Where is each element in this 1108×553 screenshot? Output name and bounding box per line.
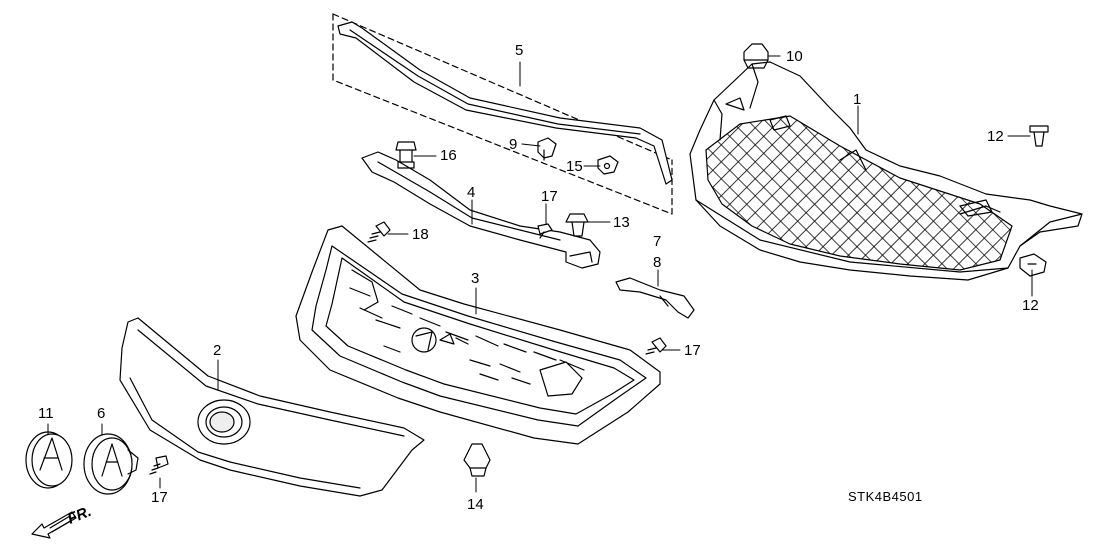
part-12-clip-upper [1029,125,1049,147]
callout-1: 1 [853,91,862,108]
part-1-grille [689,61,1083,281]
callout-12-lower: 12 [1022,297,1039,314]
callout-6: 6 [97,405,106,422]
group-bracket-5 [332,13,673,215]
callout-3: 3 [471,270,480,287]
callout-16: 16 [440,147,457,164]
part-3-grille-frame [295,225,661,445]
part-17-screw-right [645,337,667,355]
part-10-nut [743,43,769,69]
callout-13: 13 [613,214,630,231]
part-12-clip-lower [1019,253,1047,277]
diagram-code: STK4B4501 [848,489,923,504]
front-direction-arrow [31,511,77,539]
part-9-clip [537,137,557,161]
part-16-bolt [395,141,417,169]
part-14-clip [463,443,491,477]
callout-2: 2 [213,342,222,359]
part-13-bolt [565,213,589,237]
part-15-clip [597,155,619,175]
callout-5: 5 [515,42,524,59]
callout-7: 7 [653,233,662,250]
part-11-emblem [25,431,73,489]
callout-9: 9 [509,136,518,153]
part-5-upper-moulding [337,21,673,185]
callout-18: 18 [412,226,429,243]
callout-17-right: 17 [684,342,701,359]
part-2-garnish [119,317,425,497]
part-4-bracket [361,151,601,269]
part-17-screw-lower [149,455,169,475]
part-17-screw-upper [537,223,553,239]
callout-8: 8 [653,254,662,271]
part-6-emblem-base [83,433,139,495]
callout-12-upper: 12 [987,128,1004,145]
callout-15: 15 [566,158,583,175]
callout-11: 11 [38,405,54,422]
callout-14: 14 [467,496,484,513]
callout-17-upper: 17 [541,188,558,205]
part-7-8-side-bracket [615,277,695,319]
callout-10: 10 [786,48,803,65]
front-direction-label: FR. [65,503,94,528]
leader-lines [47,55,1033,493]
part-18-screw [367,221,391,243]
callout-4: 4 [467,184,476,201]
callout-17-lower: 17 [151,489,168,506]
